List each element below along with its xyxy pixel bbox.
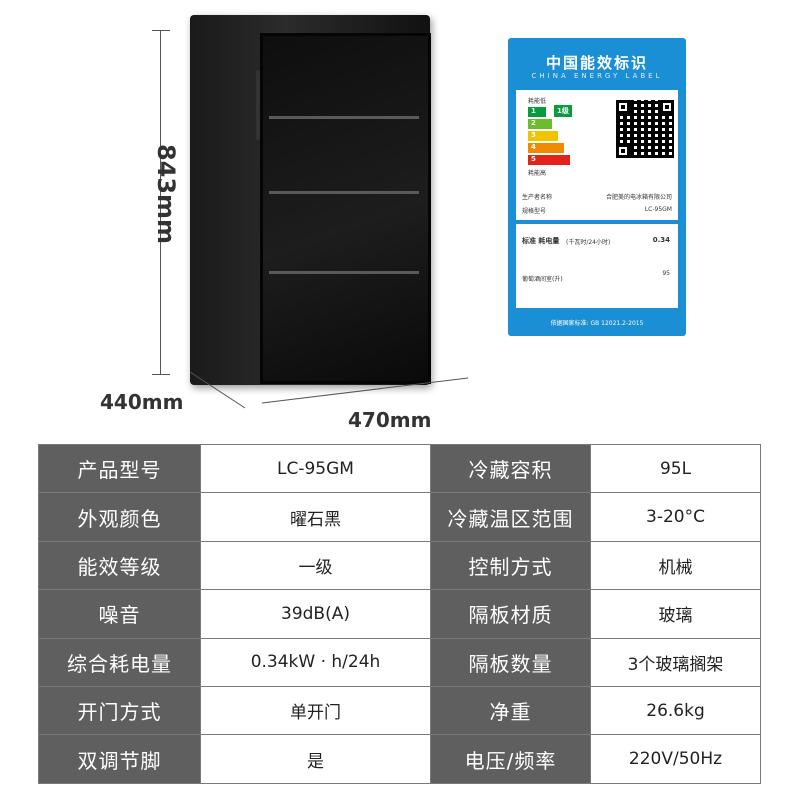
product-visual: 843mm 440mm 470mm 中国能效标识 CHINA ENERGY LA… (100, 15, 686, 432)
spec-value: 0.34kW · h/24h (200, 637, 431, 687)
wine-fridge-image (190, 15, 440, 390)
spec-label: 电压/频率 (430, 734, 591, 784)
spec-value: 单开门 (200, 685, 431, 736)
spec-label: 外观颜色 (38, 492, 201, 542)
spec-value: 是 (200, 734, 431, 784)
energy-grade-badge: 1级 (554, 105, 572, 117)
energy-label-title: 中国能效标识 (545, 54, 648, 72)
spec-label: 产品型号 (38, 443, 201, 494)
door-handle (256, 70, 260, 140)
energy-label: 中国能效标识 CHINA ENERGY LABEL 耗能低 1 2 3 4 5 … (508, 38, 686, 336)
spec-label: 控制方式 (430, 540, 591, 591)
table-row: 开门方式 单开门 净重 26.6kg (38, 685, 761, 736)
table-row: 能效等级 一级 控制方式 机械 (38, 540, 761, 591)
base-dimension-lines (189, 371, 469, 409)
energy-label-subtitle: CHINA ENERGY LABEL (531, 72, 663, 80)
width-label: 470mm (348, 408, 432, 432)
spec-value: 玻璃 (590, 589, 761, 639)
spec-value: 220V/50Hz (590, 734, 761, 784)
spec-value: 26.6kg (590, 685, 761, 736)
spec-label: 噪音 (38, 589, 201, 639)
spec-value: LC-95GM (200, 443, 431, 494)
glass-door (260, 33, 431, 384)
spec-label: 冷藏容积 (430, 443, 591, 494)
spec-value: 3个玻璃搁架 (590, 637, 761, 687)
spec-value: 一级 (200, 540, 431, 591)
spec-value: 曜石黑 (200, 492, 431, 542)
spec-label: 隔板材质 (430, 589, 591, 639)
spec-value: 3-20°C (590, 492, 761, 542)
spec-value: 95L (590, 443, 761, 494)
spec-label: 综合耗电量 (38, 637, 201, 687)
spec-label: 能效等级 (38, 540, 201, 591)
spec-value: 机械 (590, 540, 761, 591)
depth-label: 440mm (100, 390, 184, 414)
spec-label: 隔板数量 (430, 637, 591, 687)
table-row: 产品型号 LC-95GM 冷藏容积 95L (38, 443, 761, 494)
spec-label: 双调节脚 (38, 734, 201, 784)
table-row: 双调节脚 是 电压/频率 220V/50Hz (38, 734, 761, 784)
table-row: 外观颜色 曜石黑 冷藏温区范围 3-20°C (38, 492, 761, 542)
spec-table: 产品型号 LC-95GM 冷藏容积 95L 外观颜色 曜石黑 冷藏温区范围 3-… (38, 443, 761, 784)
spec-label: 净重 (430, 685, 591, 736)
qr-code-icon (616, 100, 674, 158)
table-row: 噪音 39dB(A) 隔板材质 玻璃 (38, 589, 761, 639)
table-row: 综合耗电量 0.34kW · h/24h 隔板数量 3个玻璃搁架 (38, 637, 761, 687)
spec-value: 39dB(A) (200, 589, 431, 639)
spec-label: 开门方式 (38, 685, 201, 736)
energy-label-standard: 依据国家标准: GB 12021.2-2015 (550, 320, 644, 327)
spec-label: 冷藏温区范围 (430, 492, 591, 542)
height-dimension: 843mm (120, 30, 180, 375)
